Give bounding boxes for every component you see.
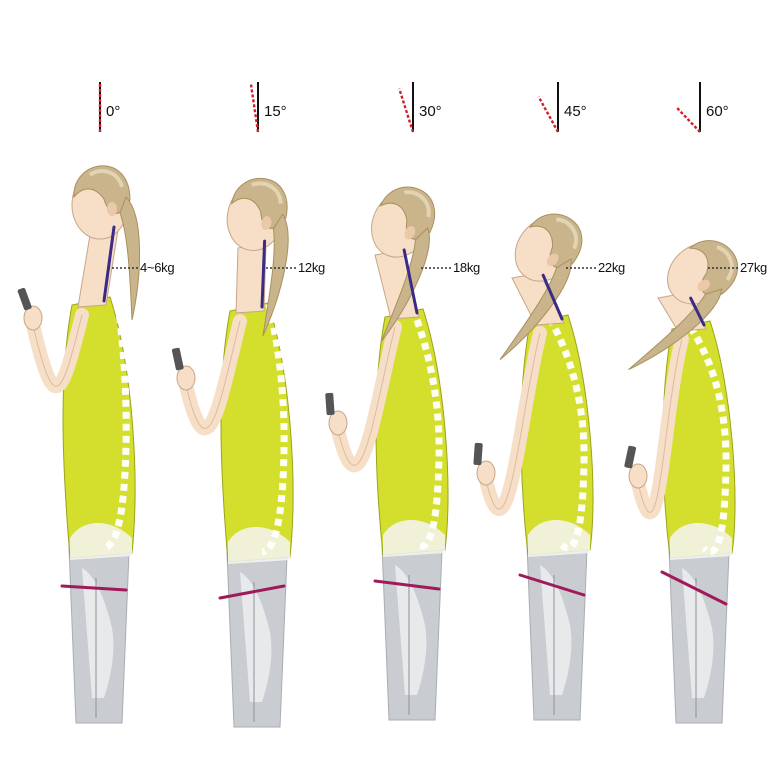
hair-highlight [88, 169, 124, 188]
trouser-highlight [240, 572, 272, 702]
phone-icon [325, 392, 335, 416]
arms [328, 320, 402, 473]
hair-highlight [251, 181, 283, 204]
angle-label: 60° [706, 103, 729, 120]
hand [23, 305, 43, 331]
angle-label: 15° [264, 103, 287, 120]
arms [628, 332, 689, 520]
phone-icon [17, 287, 32, 311]
angle-label: 0° [106, 103, 120, 120]
trousers [526, 544, 588, 721]
trouser-highlight [682, 568, 714, 698]
hair-highlight [716, 245, 734, 282]
phone-icon [624, 445, 637, 469]
weight-label: 18kg [453, 260, 480, 275]
angle-indicator: 15° [249, 82, 287, 133]
ponytail [119, 196, 140, 321]
angle-label: 30° [419, 103, 442, 120]
weight-label: 12kg [298, 260, 325, 275]
arm-outline [637, 338, 683, 513]
ear [546, 253, 559, 267]
arms [23, 305, 89, 394]
figures-group: 0° 4~6kg 15° 12kg 30° 18kg 45° 22kg 60° 27kg [17, 82, 767, 728]
figure-0-degrees: 0° 4~6kg [17, 82, 175, 724]
arm-outline [32, 314, 83, 387]
head [71, 165, 140, 321]
phone-icon [171, 347, 184, 371]
spine [673, 305, 730, 556]
hand [628, 463, 648, 489]
ear [261, 216, 272, 231]
ponytail [262, 213, 289, 337]
hand [476, 460, 496, 486]
neck-strain-line [689, 296, 706, 327]
hand [176, 365, 196, 391]
tilt-angle-line [675, 106, 701, 133]
trousers [381, 544, 443, 721]
waist-highlight [383, 520, 445, 557]
angle-indicator: 0° [98, 82, 120, 132]
trousers [668, 547, 730, 724]
angle-label: 45° [564, 103, 587, 120]
hip-alignment-line [660, 570, 728, 606]
angle-indicator: 60° [675, 82, 729, 133]
tilt-angle-line [249, 83, 260, 133]
neck-strain-line [402, 248, 419, 315]
hand [328, 410, 348, 436]
neck-strain-line [541, 273, 564, 321]
figure-30-degrees: 30° 18kg [325, 82, 480, 721]
weight-label: 27kg [740, 260, 767, 275]
tilt-angle-line [398, 88, 415, 133]
hip-alignment-line [518, 573, 586, 597]
trousers [226, 551, 288, 728]
neck-strain-line [102, 225, 116, 303]
figure-45-degrees: 45° 22kg [473, 82, 625, 721]
figure-60-degrees: 60° 27kg [624, 82, 767, 724]
hip-alignment-line [218, 584, 286, 600]
angle-indicator: 45° [537, 82, 587, 133]
arms [176, 314, 247, 436]
hair-highlight [403, 190, 431, 218]
angle-indicator: 30° [398, 82, 442, 133]
arm-outline [185, 320, 241, 429]
arm-outline [337, 326, 396, 466]
spine [527, 285, 588, 552]
neck-strain-line [260, 239, 267, 309]
hip-alignment-line [60, 584, 128, 592]
trousers [68, 547, 130, 724]
figure-15-degrees: 15° 12kg [171, 82, 325, 728]
ponytail [628, 288, 723, 371]
ear [697, 279, 710, 292]
arms [476, 326, 547, 516]
ear [404, 226, 416, 240]
weight-label: 4~6kg [140, 260, 174, 275]
tilt-angle-line [537, 96, 560, 133]
trouser-highlight [395, 565, 427, 695]
weight-label: 22kg [598, 260, 625, 275]
arm-outline [485, 332, 541, 510]
ponytail [380, 226, 430, 343]
hip-alignment-line [373, 579, 441, 591]
trouser-highlight [540, 565, 572, 695]
trouser-highlight [82, 568, 114, 698]
phone-icon [473, 442, 483, 466]
ear [107, 202, 117, 216]
hair-highlight [556, 217, 578, 250]
spine [102, 244, 130, 552]
head [371, 186, 436, 343]
head [226, 177, 289, 337]
head [499, 213, 583, 360]
